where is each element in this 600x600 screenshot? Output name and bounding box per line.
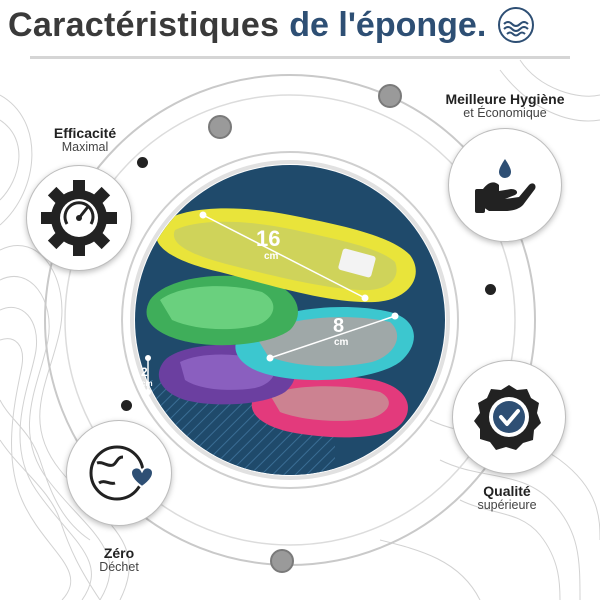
ring-dot bbox=[121, 400, 132, 411]
globe-heart-icon bbox=[89, 445, 155, 501]
feature-efficacite-label: Efficacité Maximal bbox=[30, 125, 140, 155]
ring-dot bbox=[208, 115, 232, 139]
feature-efficacite-badge bbox=[26, 165, 132, 271]
length-unit: cm bbox=[264, 251, 279, 262]
hand-water-drop-icon bbox=[475, 159, 536, 213]
feature-subtitle: et Économique bbox=[463, 106, 547, 121]
feature-subtitle: Maximal bbox=[61, 140, 109, 155]
feature-subtitle: Déchet bbox=[99, 560, 139, 575]
feature-title: Qualité bbox=[483, 483, 531, 499]
wave-logo-icon bbox=[498, 7, 535, 43]
feature-zero-badge bbox=[66, 420, 172, 526]
feature-title: Meilleure Hygiène bbox=[445, 91, 565, 107]
feature-title: Efficacité bbox=[53, 125, 117, 141]
page-title: Caractéristiques de l'éponge. bbox=[8, 2, 536, 48]
title-divider bbox=[30, 56, 570, 59]
feature-qualite-label: Qualité supérieure bbox=[452, 483, 562, 513]
ring-dot bbox=[270, 549, 294, 573]
ring-dot bbox=[137, 157, 148, 168]
gauge-gear-icon bbox=[41, 180, 117, 256]
check-badge-icon bbox=[474, 385, 541, 450]
feature-hygiene-label: Meilleure Hygiène et Économique bbox=[425, 91, 585, 121]
feature-zero-label: Zéro Déchet bbox=[64, 545, 174, 575]
feature-subtitle: supérieure bbox=[477, 498, 537, 513]
title-part-2: de l'éponge. bbox=[289, 5, 487, 44]
width-value: 8 bbox=[333, 315, 345, 337]
height-value: 2 bbox=[141, 365, 148, 379]
title-part-1: Caractéristiques bbox=[8, 5, 280, 44]
length-value: 16 bbox=[256, 226, 281, 251]
width-unit: cm bbox=[334, 337, 349, 348]
feature-title: Zéro bbox=[103, 545, 135, 561]
ring-dot bbox=[378, 84, 402, 108]
height-unit: cm bbox=[141, 379, 153, 388]
ring-dot bbox=[485, 284, 496, 295]
feature-hygiene-badge bbox=[448, 128, 562, 242]
feature-qualite-badge bbox=[452, 360, 566, 474]
